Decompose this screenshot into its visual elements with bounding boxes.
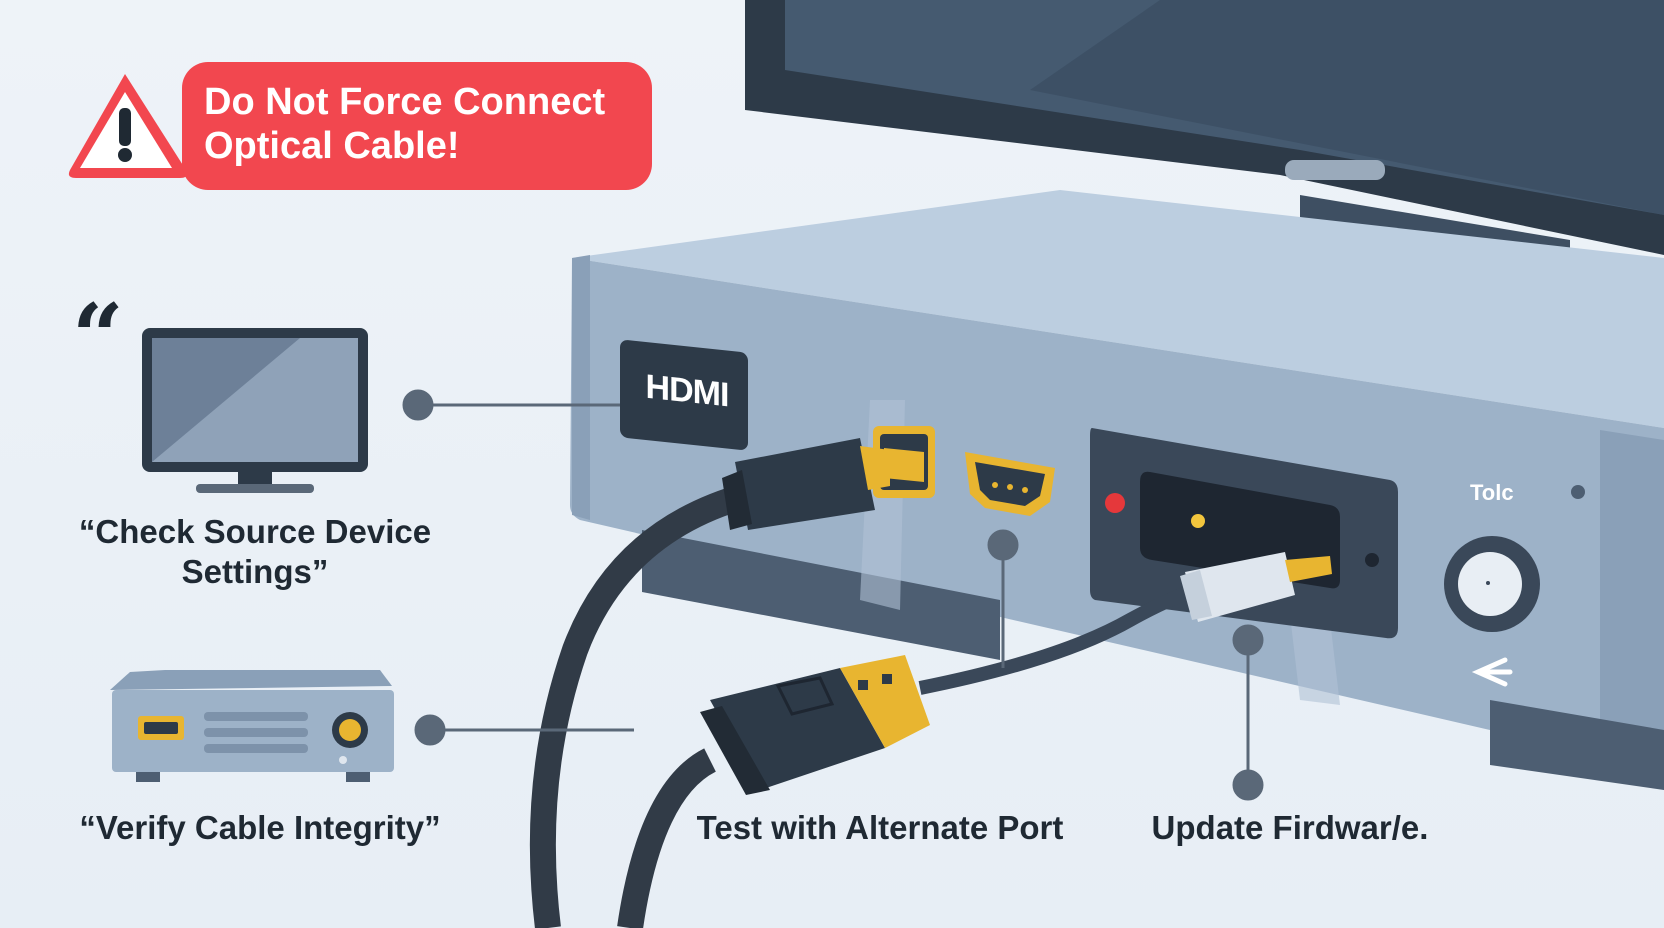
step-update-firmware: Update Firdwar/e.	[1151, 809, 1429, 846]
step-verify-cable-integrity: “Verify Cable Integrity”	[79, 809, 441, 846]
warning-banner	[182, 62, 652, 190]
connector-lines	[402, 389, 1264, 801]
warning-title-line1: Do Not Force Connect	[204, 81, 606, 123]
step-test-alternate-port: Test with Alternate Port	[696, 809, 1064, 846]
warning-triangle-icon	[68, 74, 188, 178]
set-top-box-icon	[110, 670, 394, 782]
warning-title: Do Not Force Connect Optical Cable!	[204, 80, 644, 168]
quote-mark: “	[72, 284, 124, 390]
hdmi-cable	[529, 438, 890, 928]
device-button-label: Tolc	[1470, 480, 1514, 505]
tv-icon	[142, 328, 368, 493]
warning-title-line2: Optical Cable!	[204, 125, 460, 167]
media-device	[570, 190, 1664, 790]
step-check-source-settings: “Check Source Device Settings”	[78, 513, 432, 590]
usb-cable	[617, 552, 1332, 928]
